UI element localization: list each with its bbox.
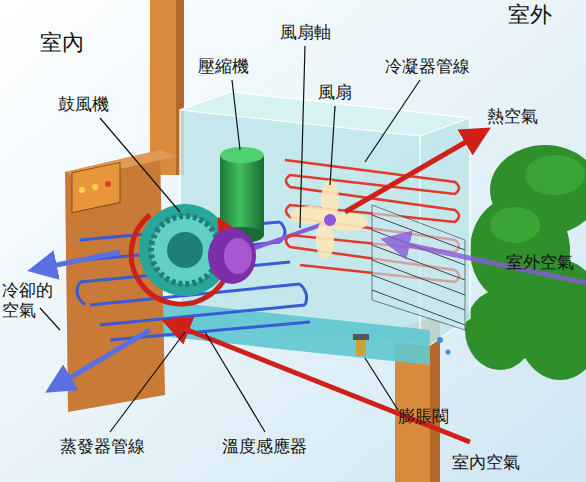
callout-label: 室內空氣 — [452, 452, 520, 472]
callout-label: 溫度感應器 — [222, 436, 307, 456]
callout-label: 室外 — [508, 2, 552, 28]
callout-label: 熱空氣 — [487, 106, 538, 126]
callout-label: 冷凝器管線 — [385, 56, 470, 76]
callout-label: 風扇 — [318, 82, 352, 102]
callout-label: 風扇軸 — [280, 22, 331, 42]
callout-label: 膨脹閥 — [398, 406, 449, 426]
callout-label: 冷卻的 空氣 — [2, 280, 58, 321]
callout-label: 室外空氣 — [506, 252, 574, 272]
callout-label: 壓縮機 — [198, 56, 249, 76]
callout-label: 室內 — [40, 30, 84, 56]
callout-label: 蒸發器管線 — [60, 436, 145, 456]
callout-label: 鼓風機 — [58, 94, 109, 114]
